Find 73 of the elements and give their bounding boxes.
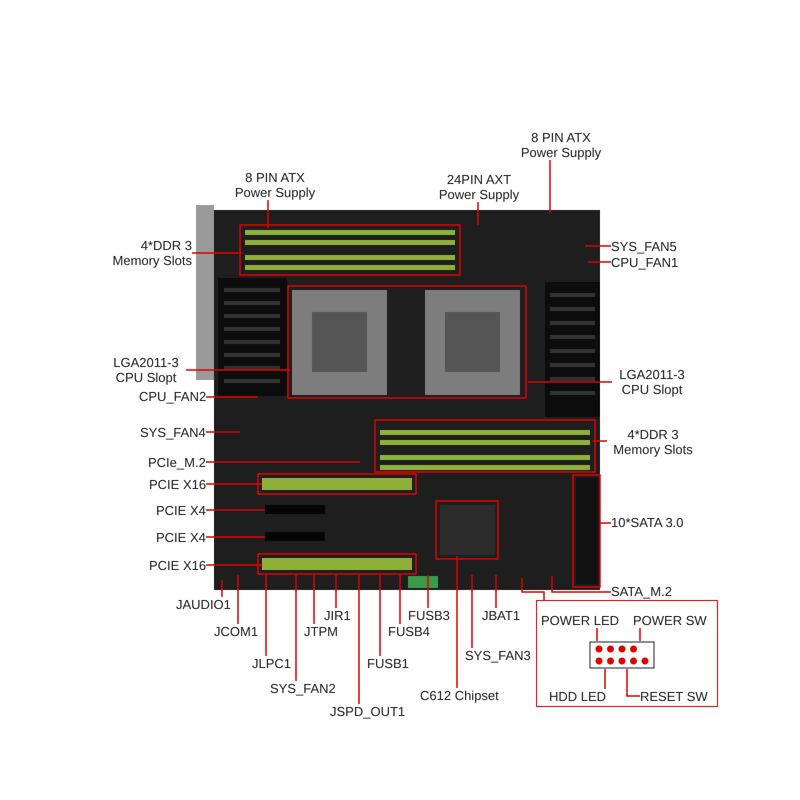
callout-label: PCIE X4: [156, 530, 206, 545]
callout-label: SYS_FAN4: [140, 425, 206, 440]
callout-label: JCOM1: [214, 624, 258, 639]
leader-line: [206, 461, 360, 463]
callout-label: C612 Chipset: [420, 688, 499, 703]
leader-line: [206, 483, 262, 485]
callout-label: LGA2011-3 CPU Slopt: [106, 355, 186, 385]
leader-line: [379, 575, 381, 656]
leader-line: [335, 575, 337, 608]
leader-line: [267, 200, 269, 228]
pin-header-drawing: [589, 641, 655, 669]
leader-line: [585, 245, 611, 247]
callout-label: PCIe_M.2: [148, 455, 206, 470]
leader-line: [528, 381, 612, 383]
callout-label: FUSB1: [367, 656, 409, 671]
leader-line: [588, 261, 611, 263]
callout-label: PCIE X4: [156, 503, 206, 518]
leader-line: [265, 575, 267, 656]
leader-line: [206, 431, 240, 433]
leader-line: [358, 575, 360, 704]
inset-panel: [536, 600, 718, 707]
callout-label: PCIE X16: [149, 558, 206, 573]
leader-line: [206, 564, 262, 566]
callout-label: SATA_M.2: [611, 584, 672, 599]
callout-label: POWER SW: [633, 613, 707, 628]
callout-label: RESET SW: [640, 689, 708, 704]
leader-line: [521, 578, 545, 600]
callout-label: FUSB4: [388, 624, 430, 639]
leader-line: [596, 628, 598, 641]
callout-label: JSPD_OUT1: [330, 704, 406, 719]
leader-line: [221, 580, 223, 597]
leader-line: [549, 160, 551, 213]
callout-label: SYS_FAN3: [465, 648, 531, 663]
callout-label: CPU_FAN1: [611, 255, 678, 270]
callout-label: SYS_FAN2: [270, 681, 336, 696]
leader-line: [600, 522, 611, 524]
leader-line: [313, 575, 315, 624]
leader-line: [626, 669, 640, 697]
leader-line: [206, 396, 258, 398]
leader-line: [604, 669, 606, 689]
callout-label: SYS_FAN5: [611, 239, 677, 254]
leader-line: [639, 628, 641, 641]
callout-label: 8 PIN ATX Power Supply: [228, 170, 322, 200]
leader-line: [206, 509, 265, 511]
leader-line: [295, 575, 297, 681]
callout-label: LGA2011-3 CPU Slopt: [612, 367, 692, 397]
callout-label: 24PIN AXT Power Supply: [432, 172, 526, 202]
leader-line: [495, 575, 497, 608]
callout-label: JAUDIO1: [176, 597, 231, 612]
leader-line: [471, 575, 473, 648]
callout-label: 4*DDR 3 Memory Slots: [98, 238, 192, 268]
leader-line: [237, 575, 239, 624]
callout-label: JTPM: [304, 624, 338, 639]
callout-label: JIR1: [324, 608, 351, 623]
leader-line: [399, 575, 401, 624]
callout-label: FUSB3: [408, 608, 450, 623]
callout-label: 8 PIN ATX Power Supply: [515, 130, 607, 160]
leader-line: [456, 556, 458, 688]
leader-line: [593, 440, 607, 442]
callout-label: CPU_FAN2: [139, 389, 206, 404]
callout-label: HDD LED: [549, 689, 606, 704]
leader-line: [186, 369, 290, 371]
leader-line: [206, 536, 265, 538]
callout-label: 10*SATA 3.0: [611, 515, 684, 530]
leader-line: [477, 202, 479, 225]
callout-label: JLPC1: [252, 656, 292, 671]
leader-line: [427, 575, 429, 608]
leader-line: [551, 576, 611, 593]
callout-label: 4*DDR 3 Memory Slots: [607, 427, 699, 457]
callout-label: POWER LED: [541, 613, 620, 628]
callout-label: PCIE X16: [149, 477, 206, 492]
callout-label: JBAT1: [482, 608, 520, 623]
leader-line: [192, 252, 242, 254]
